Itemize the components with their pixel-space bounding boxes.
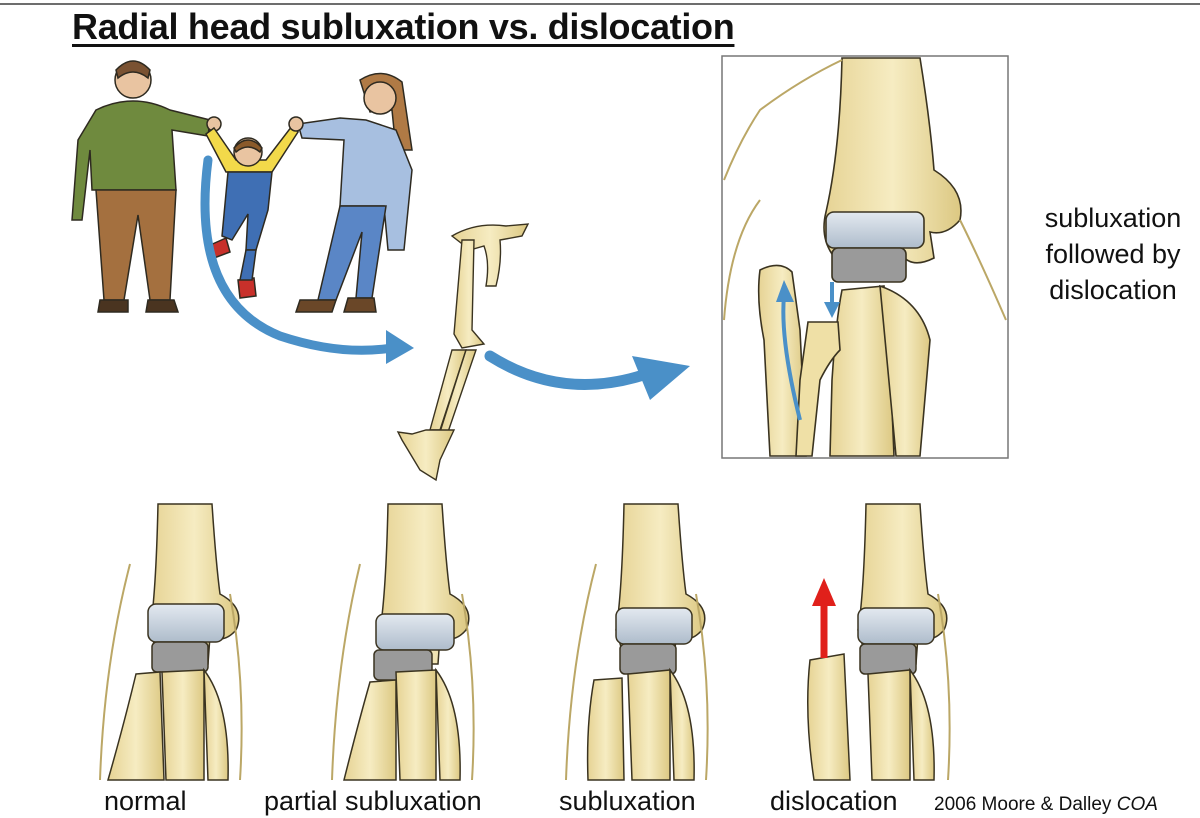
caption-dislocation: dislocation xyxy=(770,786,898,816)
panel-dislocation xyxy=(807,503,951,781)
child-figure xyxy=(205,124,299,299)
caption-normal: normal xyxy=(104,786,187,816)
side-label-line-3: dislocation xyxy=(1049,275,1177,305)
panel-normal xyxy=(99,503,243,781)
caption-subluxation: subluxation xyxy=(559,786,696,816)
family-scene-illustration xyxy=(71,60,414,364)
panel-subluxation xyxy=(565,503,709,781)
side-label: subluxation followed by dislocation xyxy=(1026,200,1200,308)
credit-text: 2006 Moore & Dalley xyxy=(934,794,1117,815)
page-title: Radial head subluxation vs. dislocation xyxy=(72,6,735,47)
zoomed-elbow-panel xyxy=(721,55,1009,459)
arm-bones-illustration xyxy=(396,223,690,482)
curved-lift-arrow xyxy=(781,295,802,421)
motion-arrow-head xyxy=(386,330,414,364)
side-label-line-2: followed by xyxy=(1045,239,1181,269)
credit-italic: COA xyxy=(1116,794,1158,815)
side-label-line-1: subluxation xyxy=(1044,203,1182,233)
panel-partial-subluxation xyxy=(331,503,475,781)
motion-arrow xyxy=(200,155,397,355)
mother-figure xyxy=(288,72,413,313)
caption-partial-subluxation: partial subluxation xyxy=(264,786,482,816)
image-credit: 2006 Moore & Dalley COA xyxy=(934,794,1158,816)
top-border-line xyxy=(0,3,1200,5)
father-figure xyxy=(71,60,222,313)
